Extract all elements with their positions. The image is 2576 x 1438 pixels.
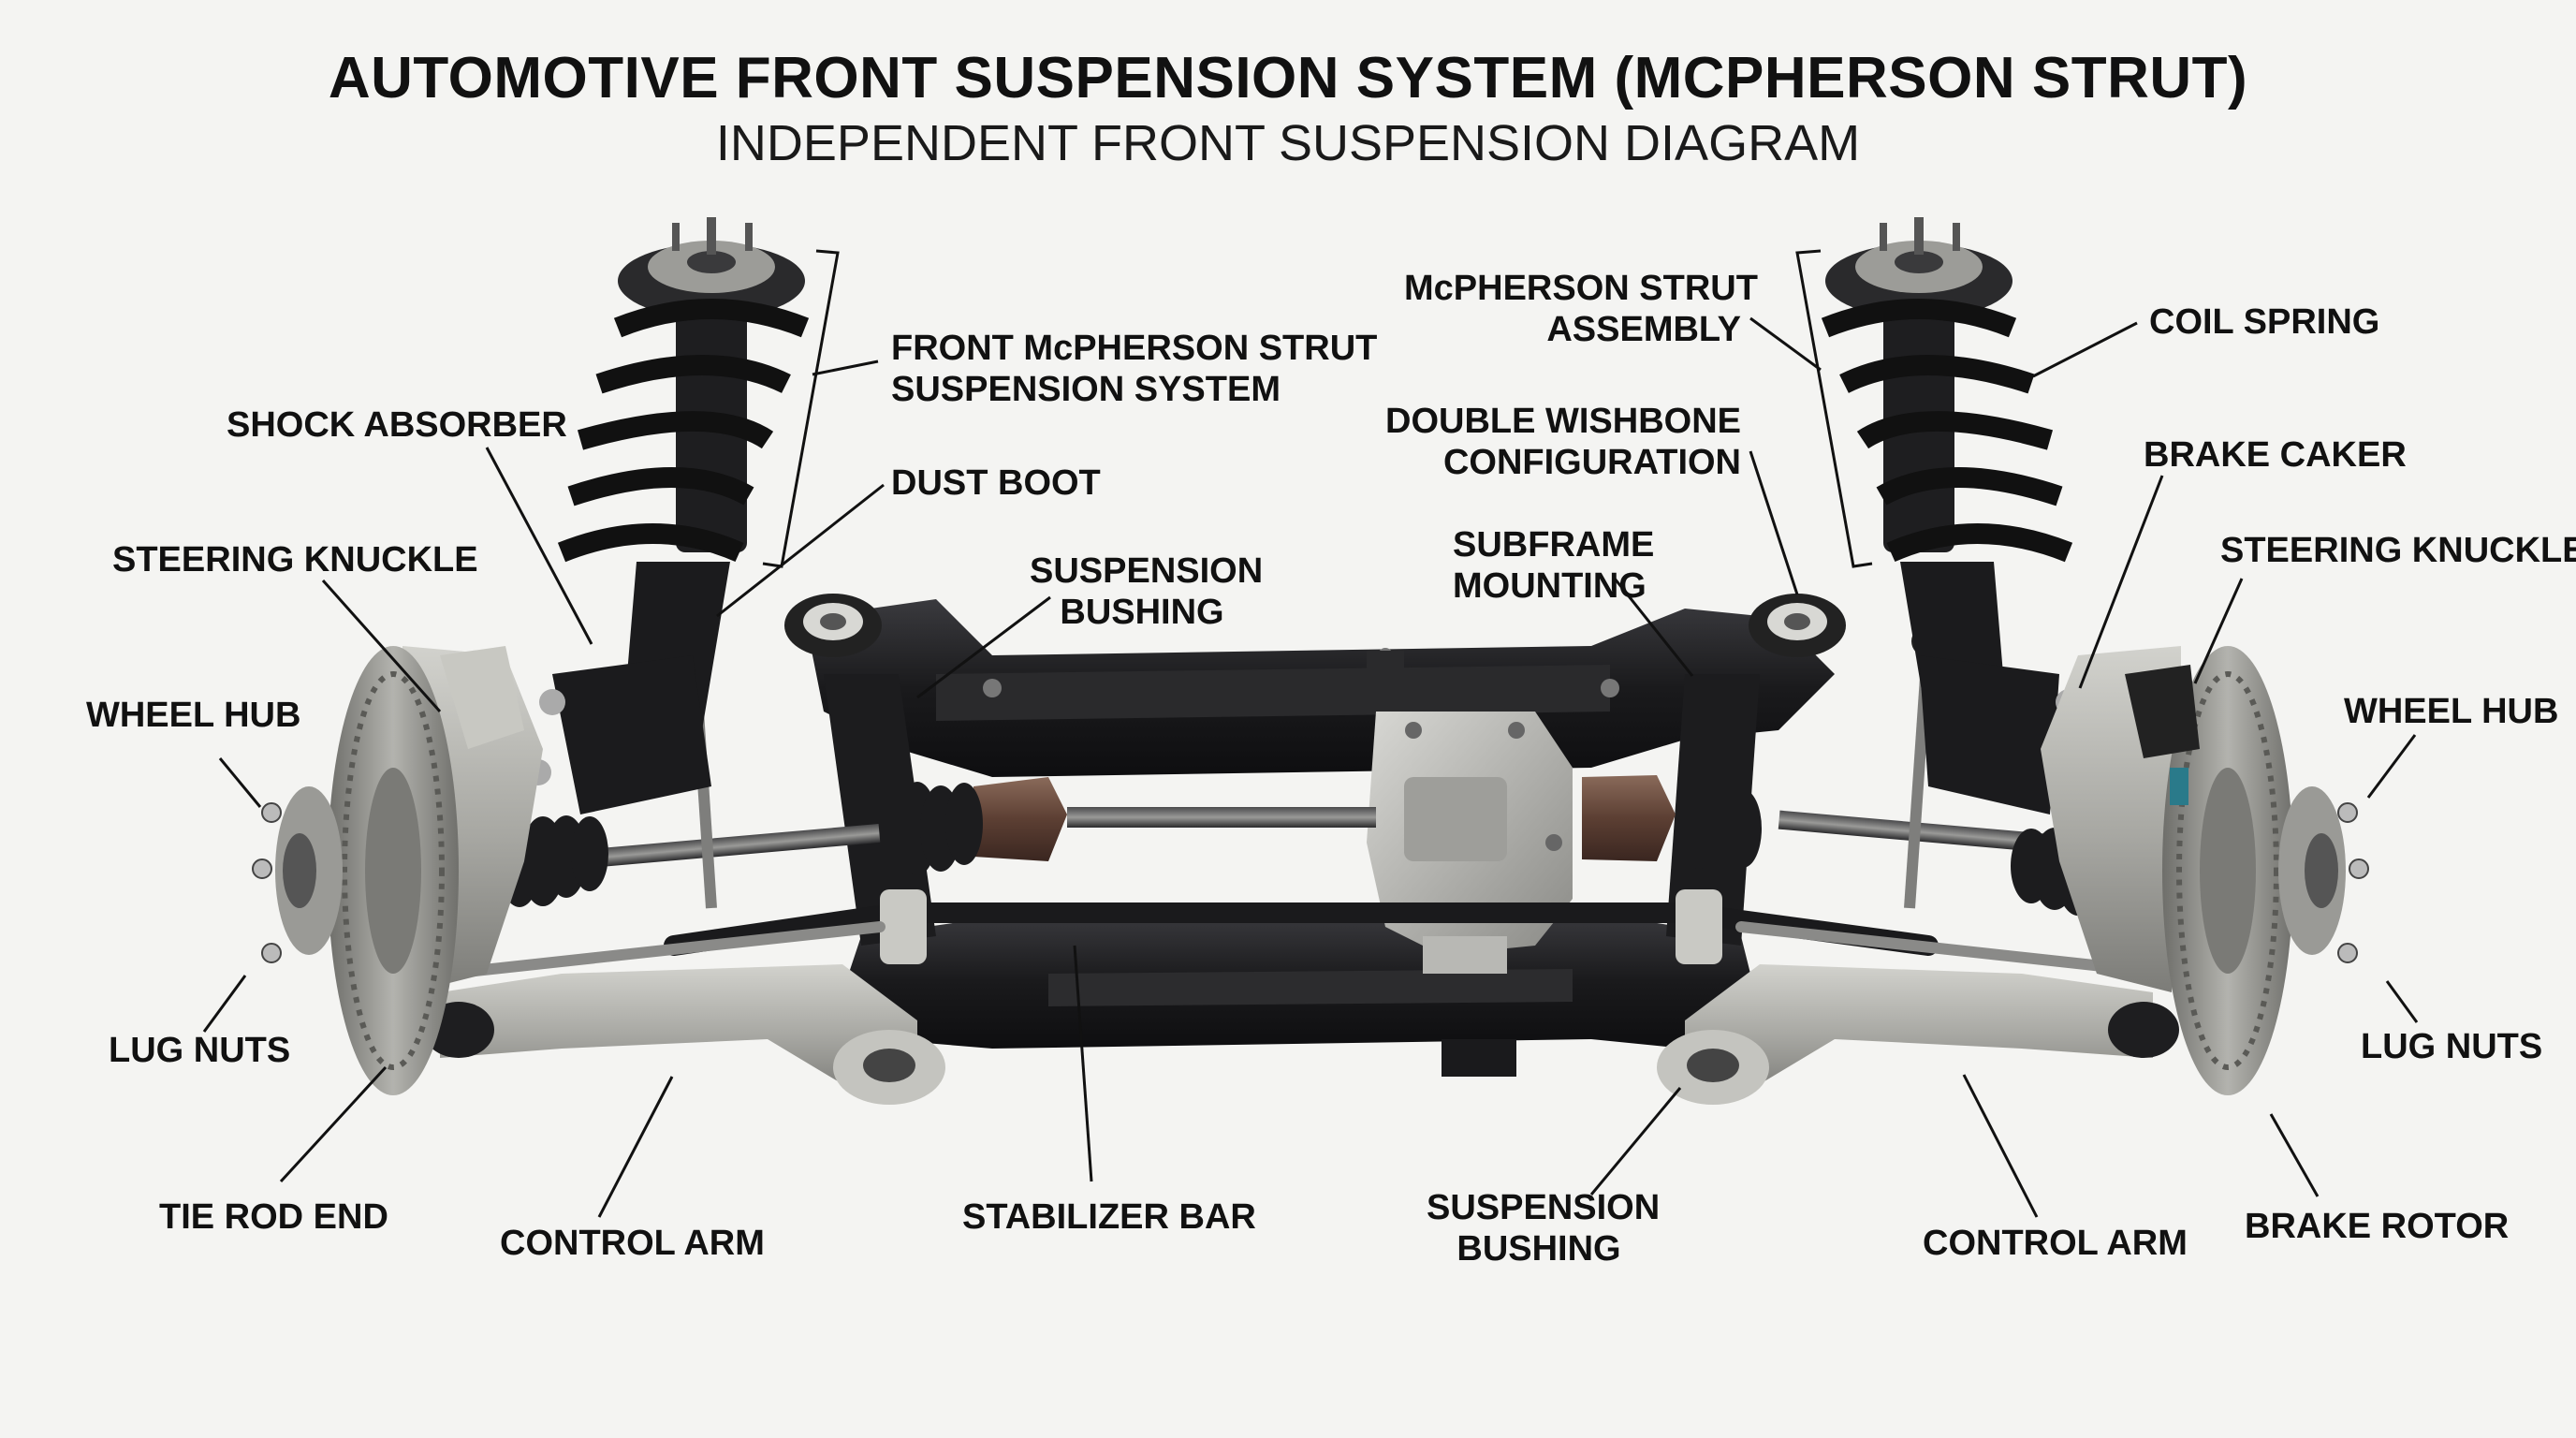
label-lug-nuts-left: LUG NUTS xyxy=(109,1031,291,1070)
label-tie-rod-end: TIE ROD END xyxy=(159,1197,388,1237)
driveshaft-left xyxy=(499,777,1376,907)
label-steering-knuckle-right: STEERING KNUCKLE xyxy=(2220,531,2576,570)
label-brake-caliper: BRAKE CAKER xyxy=(2144,435,2407,475)
label-control-arm-left: CONTROL ARM xyxy=(500,1224,765,1263)
strut-left xyxy=(525,217,810,814)
label-mcpherson-assembly: McPHERSON STRUT ASSEMBLY xyxy=(1404,269,1758,349)
differential-housing xyxy=(1367,712,1573,974)
subframe xyxy=(784,594,1846,1077)
label-steering-knuckle-left: STEERING KNUCKLE xyxy=(112,540,478,580)
strut-brackets xyxy=(762,249,1873,568)
label-control-arm-right: CONTROL ARM xyxy=(1923,1224,2188,1263)
label-stabilizer-bar: STABILIZER BAR xyxy=(962,1197,1256,1237)
control-arm-right xyxy=(1657,964,2179,1105)
label-lug-nuts-right: LUG NUTS xyxy=(2361,1027,2543,1066)
control-arm-left xyxy=(423,964,945,1105)
label-shock-absorber: SHOCK ABSORBER xyxy=(227,405,567,445)
label-suspension-bushing-bottom: SUSPENSION BUSHING xyxy=(1427,1188,1661,1269)
wheel-assembly-left xyxy=(252,646,543,1095)
leader-lines xyxy=(202,316,2419,1218)
label-subframe-mounting: SUBFRAME MOUNTING xyxy=(1453,525,1655,606)
wheel-assembly-right xyxy=(2041,646,2369,1095)
label-wheel-hub-left: WHEEL HUB xyxy=(86,696,301,735)
label-brake-rotor: BRAKE ROTOR xyxy=(2245,1207,2510,1246)
label-coil-spring: COIL SPRING xyxy=(2149,302,2380,342)
label-dust-boot: DUST BOOT xyxy=(891,463,1101,503)
label-suspension-bushing-top: SUSPENSION BUSHING xyxy=(1030,551,1264,632)
label-double-wishbone: DOUBLE WISHBONE CONFIGURATION xyxy=(1385,402,1741,482)
diagram-subtitle: INDEPENDENT FRONT SUSPENSION DIAGRAM xyxy=(715,115,1861,171)
label-front-strut: FRONT McPHERSON STRUT SUSPENSION SYSTEM xyxy=(891,329,1378,409)
diagram-title: AUTOMOTIVE FRONT SUSPENSION SYSTEM (MCPH… xyxy=(328,46,2248,110)
label-wheel-hub-right: WHEEL HUB xyxy=(2344,692,2559,731)
